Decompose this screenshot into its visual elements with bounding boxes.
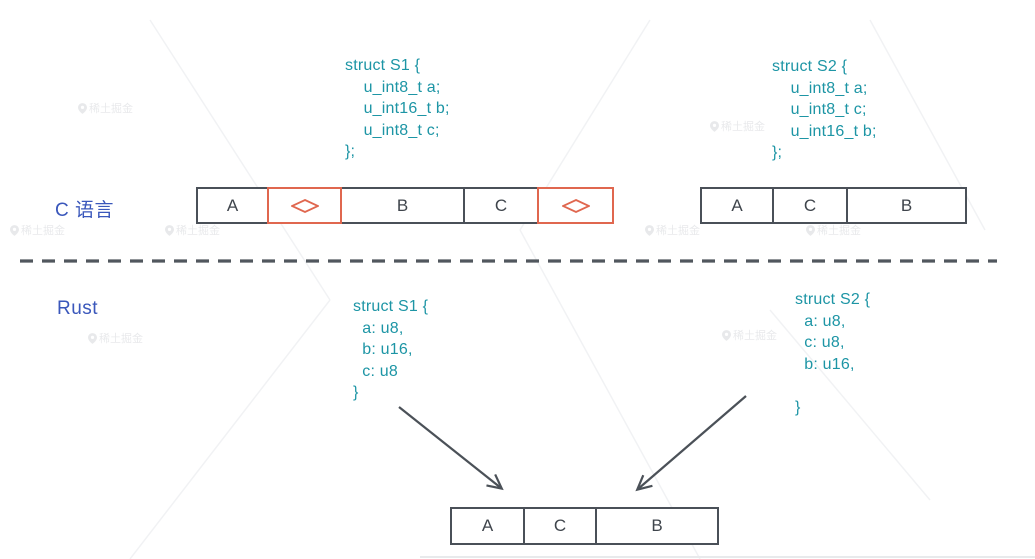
watermark-text: 稀土掘金 — [733, 330, 777, 342]
watermark-text: 稀土掘金 — [817, 225, 861, 237]
watermark-text: 稀土掘金 — [89, 103, 133, 115]
pin-icon — [10, 224, 19, 236]
padding-diamond-icon — [290, 198, 319, 213]
pin-icon — [722, 329, 731, 341]
rust-label: Rust — [57, 298, 99, 319]
watermark-text: 稀土掘金 — [656, 225, 700, 237]
padding-diamond-icon — [561, 198, 590, 213]
pin-icon — [806, 224, 815, 236]
field-cell-c: C — [523, 507, 597, 545]
watermark: 稀土掘金 — [710, 118, 765, 134]
pin-icon — [78, 102, 87, 114]
watermark-text: 稀土掘金 — [99, 333, 143, 345]
watermark: 稀土掘金 — [722, 327, 777, 343]
field-cell-b: B — [595, 507, 719, 545]
mapping-arrows — [398, 395, 747, 492]
watermark: 稀土掘金 — [645, 222, 700, 238]
arrow-s1-to-result — [398, 406, 504, 491]
pin-icon — [710, 120, 719, 132]
pin-icon — [645, 224, 654, 236]
field-cell-a: A — [196, 187, 269, 224]
watermark-text: 稀土掘金 — [21, 225, 65, 237]
field-cell-b: B — [340, 187, 465, 224]
rust-struct-s1-code: struct S1 { a: u8, b: u16, c: u8 } — [353, 298, 429, 401]
c-struct-s1-code: struct S1 { u_int8_t a; u_int16_t b; u_i… — [345, 57, 450, 160]
watermark: 稀土掘金 — [88, 330, 143, 346]
watermark-text: 稀土掘金 — [721, 121, 765, 133]
field-cell-a: A — [700, 187, 774, 224]
field-cell-b: B — [846, 187, 967, 224]
watermark: 稀土掘金 — [78, 100, 133, 116]
c-struct-s2-code: struct S2 { u_int8_t a; u_int8_t c; u_in… — [772, 58, 877, 161]
watermark: 稀土掘金 — [165, 222, 220, 238]
rust-struct-s2-code: struct S2 { a: u8, c: u8, b: u16, } — [795, 291, 871, 416]
watermark: 稀土掘金 — [806, 222, 861, 238]
c-language-label: C 语言 — [55, 200, 115, 221]
field-cell-c: C — [463, 187, 539, 224]
field-cell-c: C — [772, 187, 848, 224]
watermark: 稀土掘金 — [10, 222, 65, 238]
field-cell-a: A — [450, 507, 525, 545]
pin-icon — [165, 224, 174, 236]
padding-cell — [267, 187, 342, 224]
padding-cell — [537, 187, 614, 224]
watermark-text: 稀土掘金 — [176, 225, 220, 237]
pin-icon — [88, 332, 97, 344]
arrow-s2-to-result — [635, 395, 747, 492]
